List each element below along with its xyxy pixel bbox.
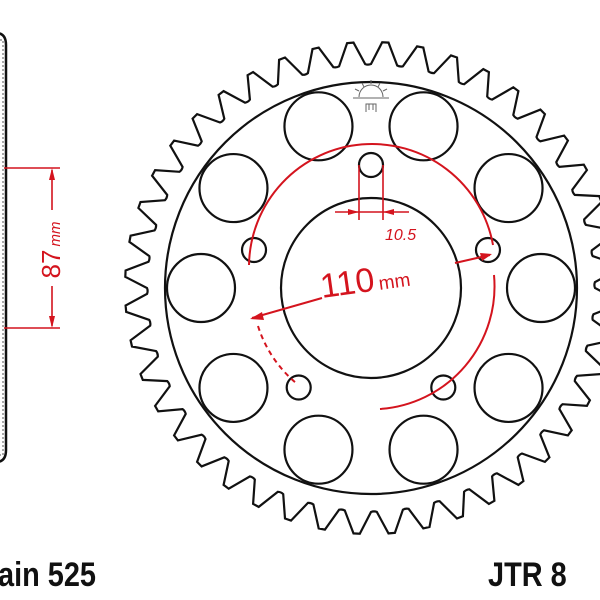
sprocket <box>124 41 600 535</box>
side-profile <box>0 32 8 463</box>
lightening-hole <box>198 152 269 224</box>
lightening-hole <box>388 91 459 162</box>
bolt-hole-dimension <box>335 165 409 220</box>
chain-size-label: ain 525 <box>0 556 97 594</box>
center-bore <box>279 196 463 380</box>
lightening-hole <box>283 414 354 485</box>
lightening-hole <box>388 414 459 485</box>
pcd-dimension <box>248 143 496 410</box>
lightening-hole <box>473 352 544 424</box>
sun-logo-icon <box>353 80 389 112</box>
lightening-hole <box>283 91 354 162</box>
bolt-hole-dimension-label: 10.5 <box>385 227 416 244</box>
bolt-hole <box>474 236 502 264</box>
lightening-hole <box>505 252 577 324</box>
lightening-hole <box>165 252 237 324</box>
lightening-hole <box>473 152 544 224</box>
sprocket-teeth <box>124 41 600 535</box>
lightening-hole <box>198 352 269 424</box>
pcd-dimension-label: 110mm <box>318 256 412 306</box>
part-number-label: JTR 8 <box>488 556 567 594</box>
side-dimension <box>4 167 60 329</box>
bolt-hole <box>240 236 268 264</box>
bolt-hole <box>430 374 457 401</box>
side-dimension-label: 87mm <box>36 222 66 279</box>
bolt-hole <box>285 374 312 401</box>
bolt-hole <box>357 151 385 179</box>
